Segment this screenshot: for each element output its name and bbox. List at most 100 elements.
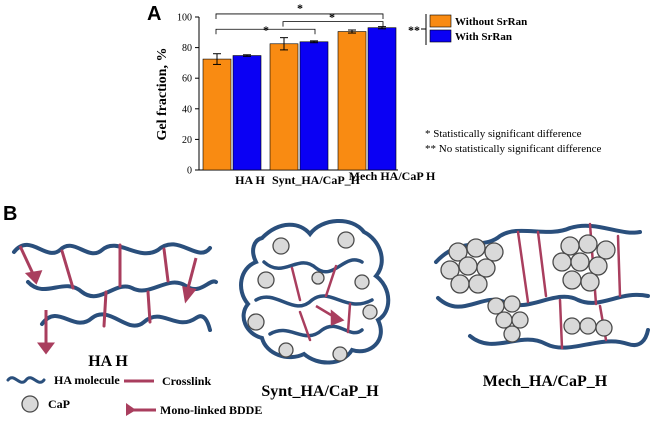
y-axis-title: Gel fraction, % bbox=[155, 48, 170, 141]
y-tick-label: 0 bbox=[187, 166, 192, 177]
mono-linked-bddde-icon-end bbox=[126, 403, 136, 416]
cap-particle bbox=[588, 256, 608, 276]
cap-particle bbox=[257, 271, 275, 289]
cap-particle bbox=[466, 238, 486, 258]
ha-chain bbox=[239, 218, 391, 365]
mono-linked-bddde-end bbox=[37, 342, 55, 355]
cap-particle bbox=[503, 325, 521, 343]
ha-chain bbox=[40, 312, 212, 332]
cap-particle bbox=[570, 252, 590, 272]
y-tick-label: 40 bbox=[182, 104, 192, 115]
cap-particle bbox=[580, 272, 600, 292]
legend-cap: CaP bbox=[48, 397, 70, 411]
cap-particle bbox=[579, 317, 597, 335]
diagram-synt: Synt_HA/CaP_H bbox=[239, 218, 391, 400]
significance-label: * bbox=[297, 1, 303, 15]
ha-molecule-icon bbox=[6, 376, 46, 384]
cap-particle bbox=[552, 252, 572, 272]
y-tick-label: 100 bbox=[177, 13, 192, 24]
chart-legend: ** Without SrRan With SrRan bbox=[408, 14, 527, 45]
cap-particle bbox=[562, 270, 582, 290]
diagram-ha-h: HA H bbox=[12, 242, 218, 370]
ha-chain bbox=[254, 258, 374, 338]
caption-ha-h: HA H bbox=[88, 353, 128, 370]
mono-linked-bddde-end bbox=[330, 309, 345, 326]
cap-particle bbox=[484, 242, 504, 262]
x-tick-label: Mech HA/CaP H bbox=[349, 169, 436, 183]
cap-particle bbox=[563, 317, 581, 335]
significance-bracket bbox=[282, 21, 384, 27]
cap-particle bbox=[476, 258, 496, 278]
significance-label: * bbox=[263, 23, 269, 37]
crosslink bbox=[616, 234, 622, 298]
legend-swatch-with bbox=[429, 29, 452, 43]
ha-chain bbox=[12, 242, 212, 256]
y-tick-label: 80 bbox=[182, 43, 192, 54]
cap-particle bbox=[448, 242, 468, 262]
legend-mono-linked: Mono-linked BDDE bbox=[160, 403, 262, 417]
crosslink bbox=[146, 290, 152, 324]
gel-fraction-chart: Gel fraction, % 0 20 40 60 80 100 HA H Synt_HA… bbox=[155, 1, 436, 187]
legend-label-with: With SrRan bbox=[455, 31, 512, 43]
mono-linked-bddde-end bbox=[24, 270, 43, 285]
legend-swatch-without bbox=[429, 14, 452, 28]
cap-particle bbox=[511, 311, 529, 329]
panel-a-label: A bbox=[147, 3, 161, 25]
diagram-legend: HA molecule Crosslink CaP Mono-linked BD… bbox=[6, 373, 262, 417]
crosslink bbox=[558, 298, 564, 350]
x-tick-label: HA H bbox=[235, 173, 265, 187]
ha-chain bbox=[468, 328, 650, 350]
cap-particle bbox=[503, 295, 521, 313]
mono-linked-bddde-end bbox=[182, 286, 197, 304]
cap-particle bbox=[450, 274, 470, 294]
cap-particle bbox=[332, 346, 348, 362]
crosslink bbox=[102, 290, 108, 328]
cap-particle bbox=[495, 311, 513, 329]
cap-particle bbox=[458, 256, 478, 276]
ha-chain bbox=[436, 292, 650, 309]
crosslink bbox=[346, 302, 352, 334]
legend-ha-molecule: HA molecule bbox=[54, 373, 120, 387]
cap-particle bbox=[272, 237, 290, 255]
caption-mech: Mech_HA/CaP_H bbox=[483, 373, 608, 390]
legend-bracket-label: ** bbox=[408, 23, 420, 37]
diagram-mech: Mech_HA/CaP_H bbox=[434, 222, 650, 390]
x-tick-label: Synt_HA/CaP_H bbox=[272, 173, 361, 187]
crosslink bbox=[536, 230, 548, 298]
bar bbox=[202, 58, 232, 171]
cap-particle bbox=[440, 260, 460, 280]
mono-linked-bddde bbox=[18, 245, 36, 277]
crosslink bbox=[298, 310, 312, 342]
bar bbox=[269, 43, 299, 171]
cap-icon bbox=[21, 395, 39, 413]
cap-particle bbox=[247, 313, 265, 331]
cap-particle bbox=[578, 234, 598, 254]
y-tick-label: 20 bbox=[182, 135, 192, 146]
bar bbox=[337, 31, 367, 171]
y-tick-label: 60 bbox=[182, 74, 192, 85]
note-not-significant: ** No statistically significant differen… bbox=[425, 143, 601, 155]
significance-label: * bbox=[329, 10, 335, 24]
bar bbox=[299, 41, 329, 171]
crosslink bbox=[60, 249, 75, 290]
legend-label-without: Without SrRan bbox=[455, 16, 527, 28]
panel-b-label: B bbox=[3, 203, 17, 225]
crosslink bbox=[162, 247, 170, 283]
crosslink bbox=[324, 264, 338, 298]
caption-synt: Synt_HA/CaP_H bbox=[261, 383, 379, 400]
legend-crosslink: Crosslink bbox=[162, 374, 211, 388]
cap-particle bbox=[487, 297, 505, 315]
crosslink bbox=[516, 230, 530, 304]
cap-particle bbox=[560, 236, 580, 256]
significance-bracket bbox=[215, 13, 384, 19]
cap-particle bbox=[362, 304, 378, 320]
cap-particle bbox=[468, 274, 488, 294]
significance-bracket bbox=[215, 28, 316, 35]
cap-particle bbox=[337, 231, 355, 249]
bar bbox=[232, 55, 262, 171]
cap-particle bbox=[354, 274, 370, 290]
legend-bracket bbox=[421, 14, 427, 45]
cap-particle bbox=[596, 240, 616, 260]
